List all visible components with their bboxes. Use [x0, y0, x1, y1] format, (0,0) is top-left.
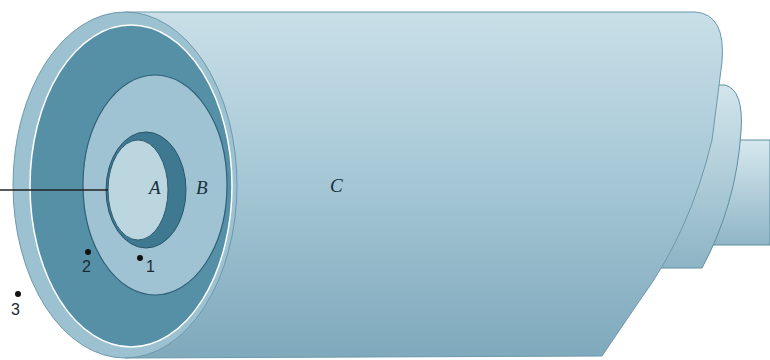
inner-conductor-face: [108, 140, 168, 240]
part-label: C: [330, 176, 343, 197]
part-label: B: [196, 178, 208, 199]
point-dot: [137, 255, 143, 261]
outer-cylinder-cavity: [30, 25, 232, 347]
inner-shell-hole: [106, 132, 186, 248]
callout-number: 3: [11, 301, 20, 319]
point-dot: [85, 249, 91, 255]
lead-wire: [0, 189, 108, 190]
inner-shell-face: [83, 75, 227, 295]
outer-cylinder-rim: [13, 12, 237, 358]
callout-number: 2: [82, 258, 91, 276]
point-dot: [15, 291, 21, 297]
callout-number: 1: [146, 258, 155, 276]
part-label: A: [149, 178, 161, 199]
